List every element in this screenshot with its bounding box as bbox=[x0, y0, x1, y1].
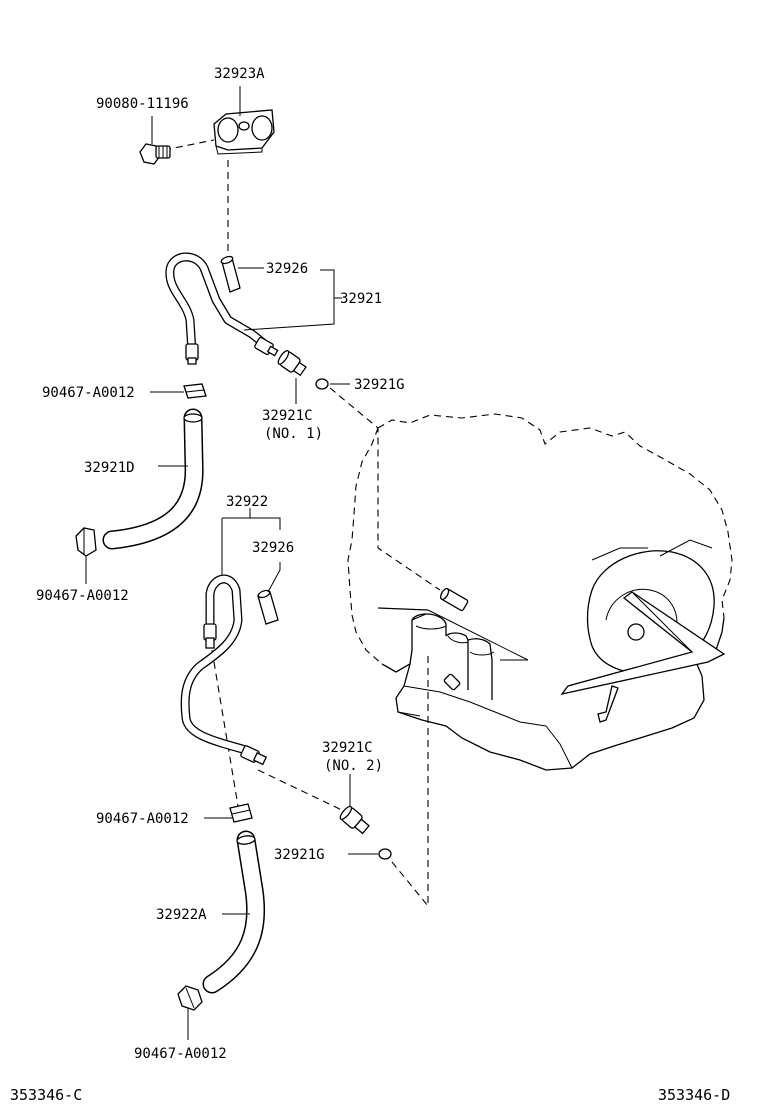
sleeve-part-32926-mid bbox=[257, 562, 281, 625]
gasket-part-32921G-lower bbox=[348, 848, 392, 860]
label-32921G-upper: 32921G bbox=[354, 377, 405, 393]
union-part-32921C-no2 bbox=[339, 774, 370, 835]
part-labels: 32923A 90080-11196 32926 32921 90467-A00… bbox=[36, 66, 405, 1062]
footer: 353346-C 353346-D bbox=[10, 1086, 730, 1104]
footer-code-right: 353346-D bbox=[658, 1086, 730, 1104]
pipe-part-32921 bbox=[165, 252, 342, 365]
label-32926-top: 32926 bbox=[266, 261, 308, 277]
transmission-illustration bbox=[347, 413, 733, 771]
union-part-32921C-no1 bbox=[277, 349, 307, 404]
label-32921C-no2: 32921C bbox=[322, 740, 373, 756]
footer-code-left: 353346-C bbox=[10, 1086, 82, 1104]
label-32921C-no1: 32921C bbox=[262, 408, 313, 424]
label-90467-A0012-lower-end: 90467-A0012 bbox=[134, 1046, 227, 1062]
clip-part-90467-A0012-lower-end bbox=[177, 985, 203, 1040]
label-90467-A0012-upper: 90467-A0012 bbox=[42, 385, 135, 401]
clip-part-90467-A0012-upper bbox=[150, 383, 207, 399]
label-32923A: 32923A bbox=[214, 66, 265, 82]
bracket-part-32923A bbox=[213, 86, 275, 155]
hose-part-32922A bbox=[202, 830, 266, 994]
label-32922: 32922 bbox=[226, 494, 268, 510]
clip-part-90467-A0012-upper-end bbox=[75, 527, 97, 584]
label-32921D: 32921D bbox=[84, 460, 135, 476]
label-90080-11196: 90080-11196 bbox=[96, 96, 189, 112]
label-32921: 32921 bbox=[340, 291, 382, 307]
label-32926-mid: 32926 bbox=[252, 540, 294, 556]
label-no1-note: (NO. 1) bbox=[264, 426, 323, 442]
gasket-part-32921G-upper bbox=[315, 378, 350, 390]
label-32921G-lower: 32921G bbox=[274, 847, 325, 863]
bolt-part-90080-11196 bbox=[139, 116, 171, 165]
label-no2-note: (NO. 2) bbox=[324, 758, 383, 774]
label-32922A: 32922A bbox=[156, 907, 207, 923]
label-90467-A0012-upper-end: 90467-A0012 bbox=[36, 588, 129, 604]
clip-part-90467-A0012-lower bbox=[204, 803, 253, 823]
label-90467-A0012-lower: 90467-A0012 bbox=[96, 811, 189, 827]
assembly-guide-lines bbox=[163, 139, 441, 907]
sleeve-part-32926-top bbox=[220, 255, 264, 293]
pipe-part-32922 bbox=[180, 508, 281, 766]
hose-part-32921D bbox=[102, 408, 204, 550]
